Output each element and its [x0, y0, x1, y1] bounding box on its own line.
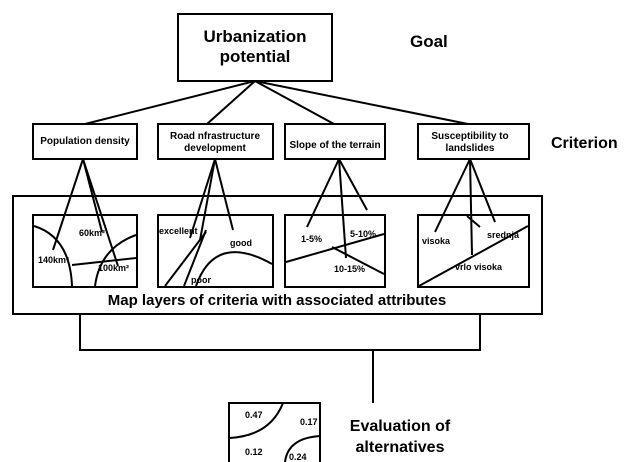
criterion-road-line2: development	[184, 143, 246, 154]
criterion-road-line1: Road nfrastructure	[170, 131, 260, 142]
map-label-1-5: 1-5%	[301, 234, 322, 244]
layers-caption: Map layers of criteria with associated a…	[108, 292, 446, 309]
map-tile-landslides	[417, 214, 530, 288]
evaluation-label-line2: alternatives	[356, 439, 445, 456]
map-label-poor: poor	[191, 275, 211, 285]
goal-title-line2: potential	[220, 47, 291, 66]
evaluation-label-line1: Evaluation of	[350, 418, 451, 435]
map-label-srednja: srednja	[487, 230, 520, 240]
map-label-excellent: excellent	[159, 226, 198, 236]
map-tile-slope	[284, 214, 386, 288]
map-label-visoka: visoka	[422, 236, 451, 246]
evaluation-value-0-17: 0.17	[300, 417, 318, 427]
criterion-box-population	[32, 123, 138, 160]
map-label-5-10: 5-10%	[350, 229, 376, 239]
map-tile-population	[32, 214, 138, 288]
criterion-landslides-line2: landslides	[446, 143, 495, 154]
evaluation-map	[228, 402, 321, 462]
evaluation-value-0-47: 0.47	[245, 410, 263, 420]
map-label-vrlo-visoka: vrlo visoka	[455, 262, 503, 272]
goal-title-line1: Urbanization	[204, 27, 307, 46]
evaluation-value-0-12: 0.12	[245, 447, 263, 457]
map-layers-box	[12, 195, 543, 315]
evaluation-value-0-24: 0.24	[289, 452, 307, 462]
criterion-population-line1: Population density	[40, 136, 130, 147]
criterion-landslides-line1: Susceptibility to	[431, 131, 508, 142]
map-label-100km: 100km²	[98, 263, 129, 273]
map-label-10-15: 10-15%	[334, 264, 365, 274]
criterion-box-landslides	[417, 123, 530, 160]
goal-label: Goal	[410, 32, 448, 51]
map-tile-road	[157, 214, 274, 288]
map-label-140km: 140km²	[38, 255, 69, 265]
criterion-slope-line1: Slope of the terrain	[289, 140, 380, 151]
map-label-good: good	[230, 238, 252, 248]
criterion-box-slope	[284, 123, 386, 160]
criterion-label: Criterion	[551, 135, 618, 152]
map-label-60km: 60km²	[79, 228, 105, 238]
